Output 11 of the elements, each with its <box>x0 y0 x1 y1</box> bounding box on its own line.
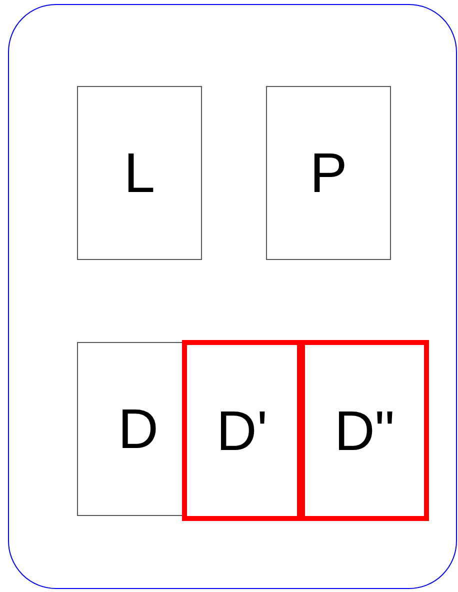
letter-box <box>266 86 391 260</box>
box-label: D <box>118 401 158 457</box>
panel-frame <box>8 4 457 589</box>
highlighted-box <box>182 340 302 521</box>
highlighted-box <box>300 340 429 521</box>
letter-box <box>77 86 202 260</box>
box-label: L <box>124 145 156 201</box>
box-label: D" <box>334 402 395 458</box>
letter-box <box>77 342 183 516</box>
box-label: P <box>310 145 348 201</box>
box-label: D' <box>216 402 268 458</box>
